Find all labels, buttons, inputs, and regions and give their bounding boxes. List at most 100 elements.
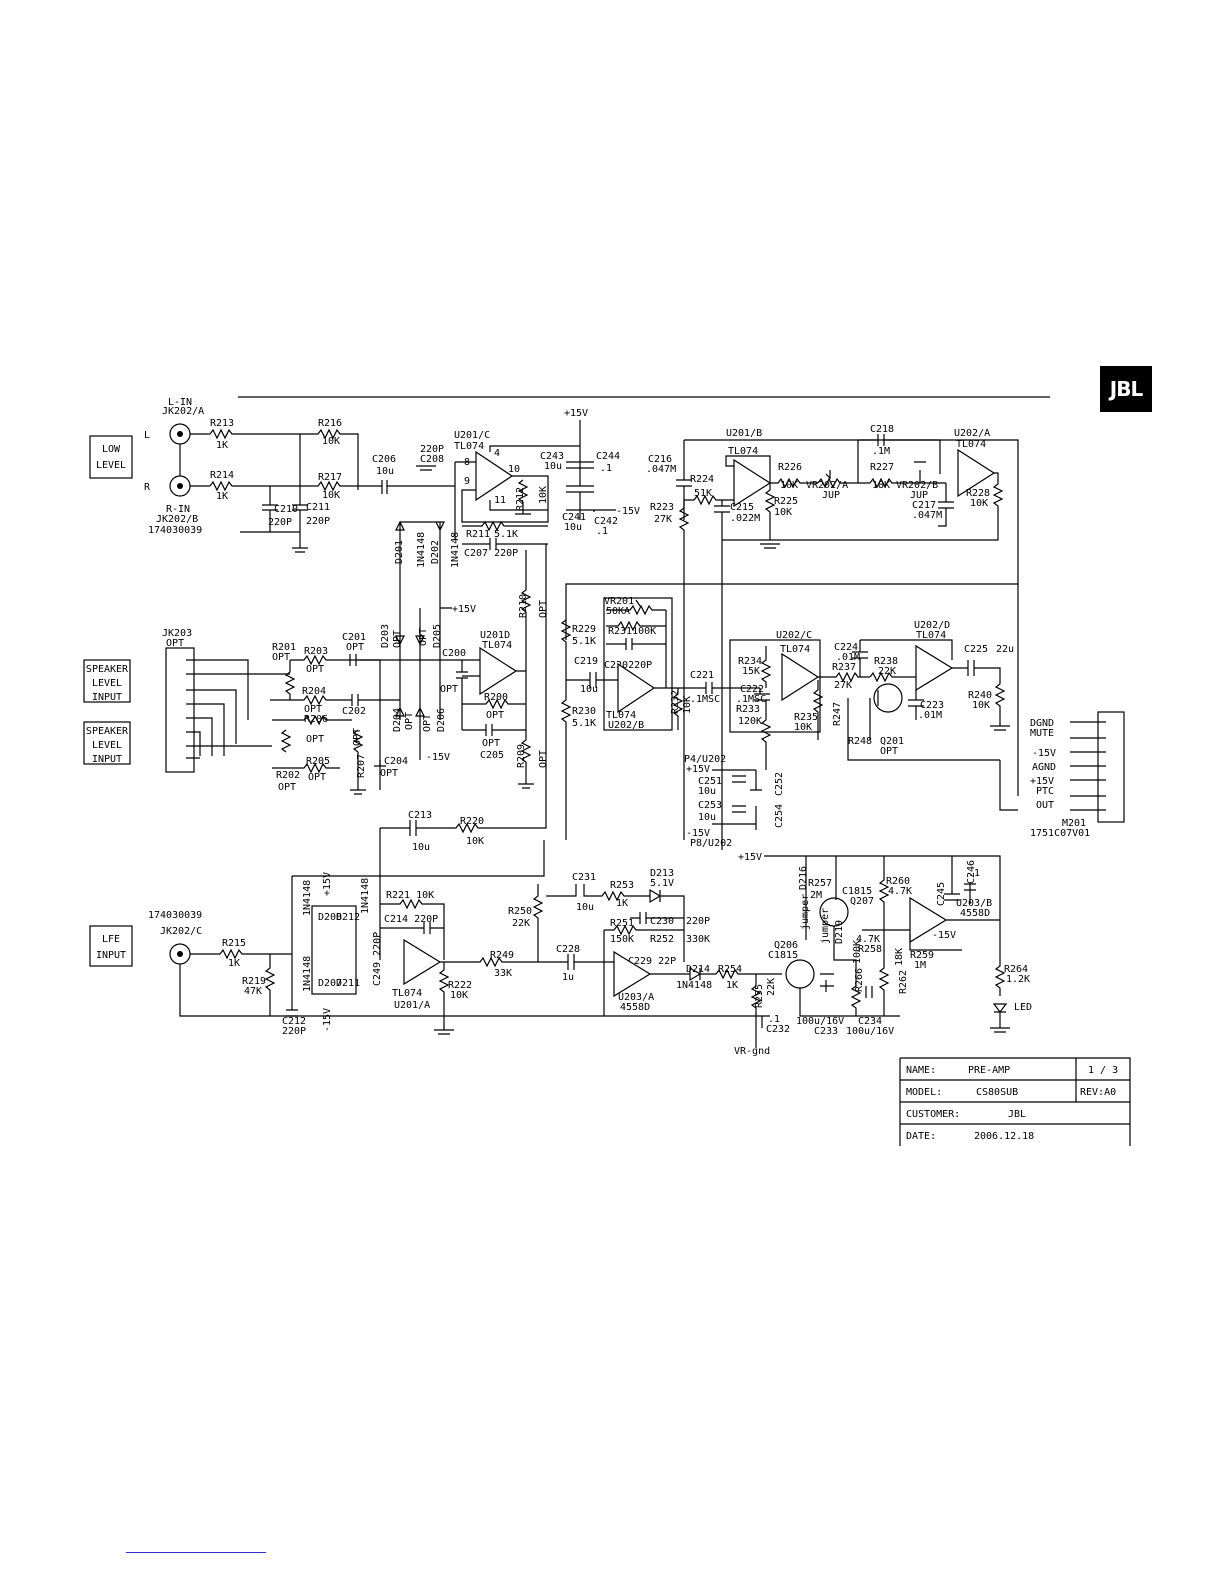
u202b-frame [603, 597, 673, 731]
r254-value: 1K [726, 980, 738, 991]
jk203-pins [186, 659, 290, 759]
r216-body [300, 428, 359, 490]
plus15v-5: +15V [322, 872, 333, 896]
r206-value: OPT [306, 734, 324, 745]
minus15v-3: -15V [686, 828, 710, 839]
c232-value: .1 [768, 1014, 780, 1025]
u202c-label: U202/C [776, 630, 812, 641]
r216-value: 10K [322, 436, 340, 447]
jumper-2: jumper [820, 908, 831, 944]
c210-c211 [262, 486, 308, 548]
r255-value: 22K [766, 978, 777, 996]
r254-label: R254 [718, 964, 742, 975]
r203-value: OPT [306, 664, 324, 675]
r264-label: R264 [1004, 964, 1028, 975]
c221-label: C221 [690, 670, 714, 681]
c218-label: C218 [870, 424, 894, 435]
date-value: 2006.12.18 [974, 1131, 1034, 1142]
u201d-wires [462, 630, 534, 789]
gnd-1 [240, 531, 308, 553]
c225-r240 [952, 660, 1010, 731]
vr201-value: 50KA [606, 606, 630, 617]
r238-label: R238 [874, 656, 898, 667]
jup-1: JUP [822, 490, 840, 501]
c246-value: .1 [968, 868, 980, 879]
r238-value: 22K [878, 666, 896, 677]
u201b-label: U201/B [726, 428, 762, 439]
c220-label: C220220P [604, 660, 652, 671]
minus15v-2: -15V [426, 752, 450, 763]
r212-value: 10K [538, 486, 549, 504]
model-label: MODEL: [906, 1087, 942, 1098]
u202c-out [812, 671, 870, 740]
r213-value: 1K [216, 440, 228, 451]
d205-value: OPT [418, 628, 429, 646]
diode-type-2: 1N4148 [302, 956, 313, 992]
c216-label: C216 [648, 454, 672, 465]
speaker2-line2: LEVEL [92, 740, 122, 751]
r219-value: 47K [244, 986, 262, 997]
c234-value: 100u/16V [846, 1026, 894, 1037]
c206-body [381, 480, 455, 494]
p4u202-label: P4/U202 [684, 754, 726, 765]
lfe-line1: LFE [102, 934, 120, 945]
c241-value: 10u [564, 522, 582, 533]
c213-label: C213 [408, 810, 432, 821]
c202-label: C202 [342, 706, 366, 717]
pin-plus15v: +15V [1030, 776, 1054, 787]
c230-value: 220P [686, 916, 710, 927]
r234-value: 15K [742, 666, 760, 677]
r210-body [440, 550, 532, 630]
c244-label: C244 [596, 451, 620, 462]
d204-value: OPT [404, 712, 415, 730]
c245-label: C245 [936, 882, 947, 906]
r226-label: R226 [778, 462, 802, 473]
m201-pins [999, 584, 1106, 811]
r259-label: R259 [910, 950, 934, 961]
c210-label: C210 [274, 504, 298, 515]
r211-value: 5.1K [494, 529, 518, 540]
jk202a-label: JK202/A [162, 406, 204, 417]
r251-value: 150K [610, 934, 634, 945]
r217-body [270, 434, 382, 492]
r201-label: R201 [272, 642, 296, 653]
c225-label: C225 [964, 644, 988, 655]
r227-vr202b [857, 440, 946, 489]
r226-value: 10K [780, 480, 798, 491]
u203a-stage: C231 10u R253 1K D213 5.1V R251 150K C23… [546, 868, 790, 1057]
d205-label: D205 [432, 624, 443, 648]
q201-wires [847, 690, 1000, 761]
r250-label: R250 [508, 906, 532, 917]
q206-label: Q206 [774, 940, 798, 951]
r221-label: R221 10K [386, 890, 434, 901]
r205-label: R205 [306, 756, 330, 767]
c223-label: C223 [920, 700, 944, 711]
u201c-opamp [475, 450, 514, 502]
part-number-1: 174030039 [148, 525, 202, 536]
c201-label: C201 [342, 632, 366, 643]
q207-label: Q207 [850, 896, 874, 907]
u202b-label: U202/B [608, 720, 644, 731]
r230-value: 5.1K [572, 718, 596, 729]
r220-label: R220 [460, 816, 484, 827]
jumper-1: jumper [800, 894, 811, 930]
r224-label: R224 [690, 474, 714, 485]
lfe-input-wires [179, 948, 740, 1017]
lfe-jack-pin [177, 951, 183, 957]
c211-value: 220P [306, 516, 330, 527]
u202d-type: TL074 [916, 630, 946, 641]
plus15v-2: +15V [452, 604, 476, 615]
date-label: DATE: [906, 1131, 936, 1142]
r223-label: R223 [650, 502, 674, 513]
u201b-opamp [733, 458, 772, 508]
d219-label: D219 [834, 920, 845, 944]
c249-label: C249 220P [372, 932, 383, 986]
c233-label: C233 [814, 1026, 838, 1037]
d211-label: D211 [336, 978, 360, 989]
speaker2-line1: SPEAKER [86, 726, 129, 737]
c204-label: C204 [384, 756, 408, 767]
r233-value: 120K [738, 716, 762, 727]
customer-value: JBL [1008, 1109, 1026, 1120]
diode-bridge [311, 905, 357, 995]
